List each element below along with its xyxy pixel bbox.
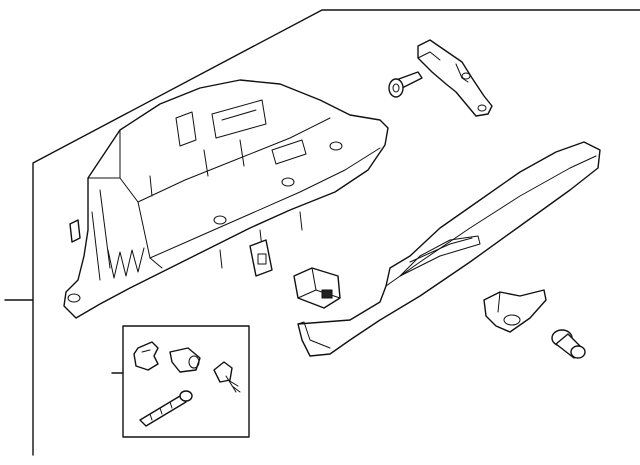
u-clip	[133, 341, 159, 371]
bumper-stop	[551, 329, 586, 359]
glove-box-door	[297, 141, 601, 357]
glove-box-bin	[63, 79, 389, 319]
hinge-pin	[388, 71, 423, 98]
hinge-bracket	[417, 39, 493, 117]
latch-clip	[249, 239, 273, 277]
pin-fastener	[139, 390, 193, 427]
screw	[213, 361, 241, 393]
fastener-inset-box	[122, 325, 250, 438]
panel-frame	[4, 9, 640, 456]
switch-module	[293, 267, 341, 309]
lock-cylinder-bracket	[483, 289, 547, 333]
plug-fastener	[169, 347, 201, 373]
